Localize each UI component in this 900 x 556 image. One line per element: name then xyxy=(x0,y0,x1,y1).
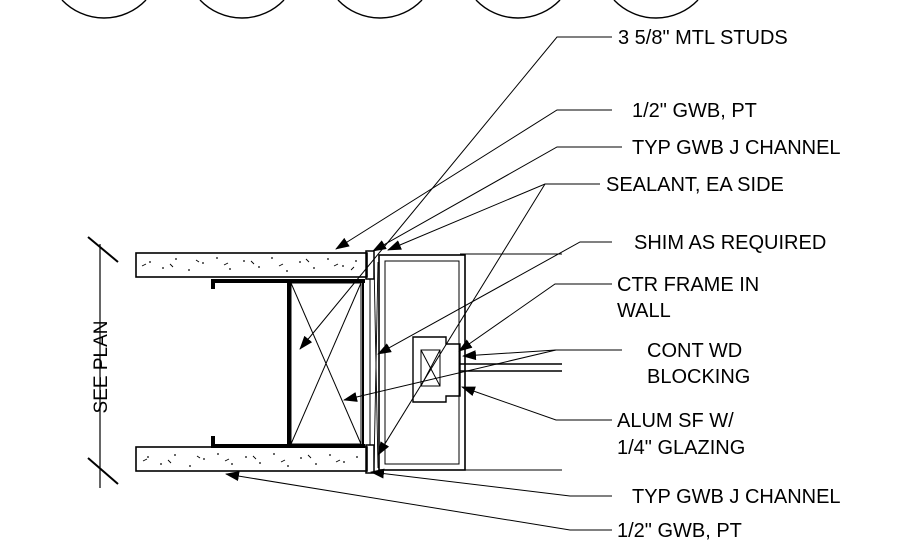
metal-stud xyxy=(211,279,365,448)
callout-labels: 3 5/8" MTL STUDS 1/2" GWB, PT TYP GWB J … xyxy=(606,27,841,542)
label-gwb-bottom: 1/2" GWB, PT xyxy=(617,520,742,542)
glazing xyxy=(460,363,562,372)
gwb-bottom-board xyxy=(135,446,368,472)
label-frame-2: WALL xyxy=(617,300,671,322)
label-alum-2: 1/4" GLAZING xyxy=(617,437,745,459)
gwb-bottom-hatch-strokes xyxy=(142,454,341,464)
gwb-top-board xyxy=(135,252,368,278)
leader-studs xyxy=(299,36,612,350)
label-frame-1: CTR FRAME IN xyxy=(617,274,759,296)
label-gwb-top: 1/2" GWB, PT xyxy=(632,100,757,122)
gwb-top-hatch-strokes xyxy=(141,258,355,271)
leader-lines xyxy=(225,36,622,531)
shim xyxy=(373,261,379,469)
label-jchannel-top: TYP GWB J CHANNEL xyxy=(632,137,841,159)
leader-shim xyxy=(377,241,612,355)
leader-sealant xyxy=(387,183,600,251)
leader-sealant-b xyxy=(377,183,546,456)
gwb-bottom-hatch xyxy=(147,453,358,467)
detail-bubbles xyxy=(61,0,699,19)
j-channel xyxy=(365,250,375,474)
label-studs: 3 5/8" MTL STUDS xyxy=(618,27,788,49)
leader-frame xyxy=(458,283,612,352)
label-shim: SHIM AS REQUIRED xyxy=(634,232,826,254)
leader-gwb-bottom xyxy=(225,471,612,531)
leader-gwb-top xyxy=(335,109,612,250)
leader-blocking-b xyxy=(343,349,557,402)
aluminum-frame xyxy=(378,253,562,471)
leader-jchannel-bottom xyxy=(370,468,612,497)
leader-jchannel-top xyxy=(372,146,622,252)
label-blocking-1: CONT WD xyxy=(647,340,742,362)
leader-alum xyxy=(461,386,612,421)
label-sealant: SEALANT, EA SIDE xyxy=(606,174,784,196)
label-alum-1: ALUM SF W/ xyxy=(617,410,734,432)
gwb-top-hatch xyxy=(149,257,357,272)
label-blocking-2: BLOCKING xyxy=(647,366,750,388)
dimension-line xyxy=(87,236,119,488)
dimension-text: SEE PLAN xyxy=(91,321,112,414)
stud-blocking xyxy=(290,282,362,445)
label-jchannel-bottom: TYP GWB J CHANNEL xyxy=(632,486,841,508)
